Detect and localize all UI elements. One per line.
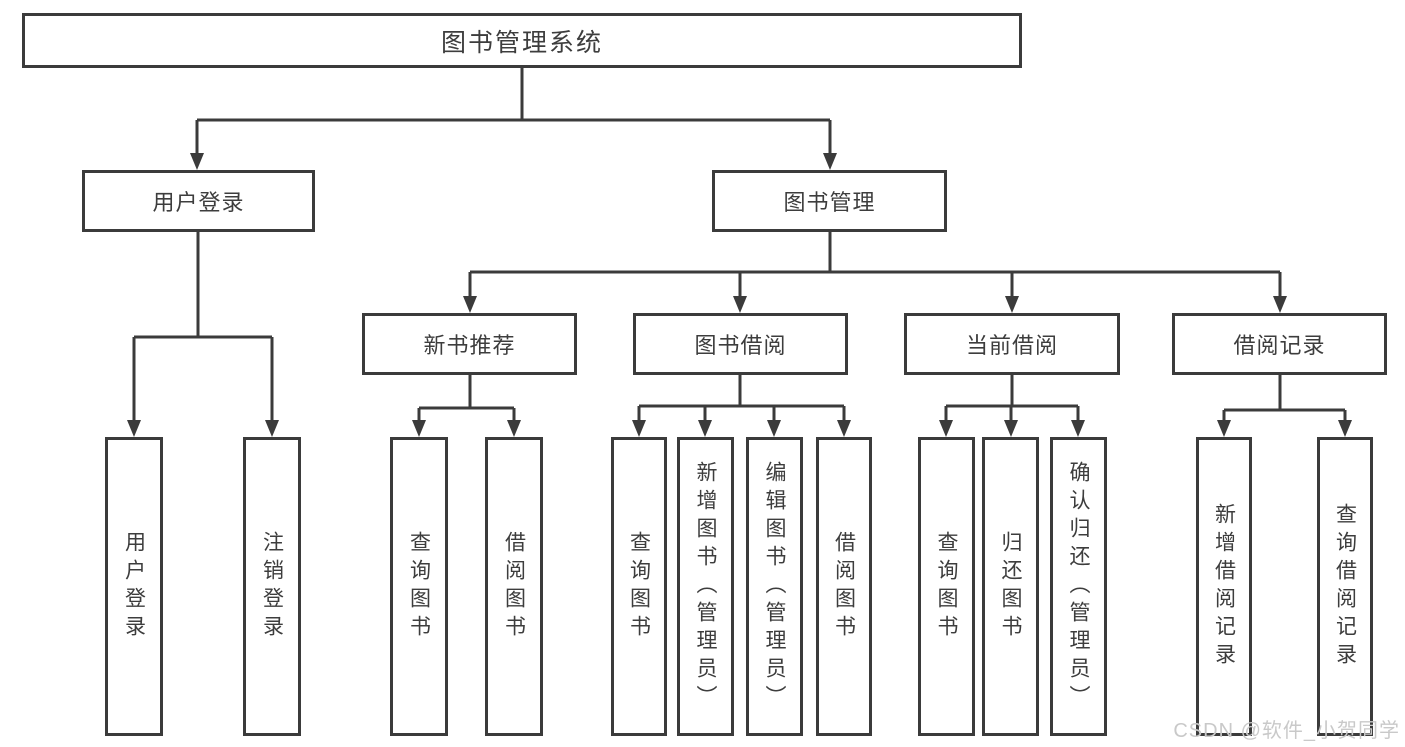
leaf-label: 用户登录 — [122, 530, 146, 643]
leaf-label: 查询图书 — [935, 530, 959, 643]
node-library-management-system: 图书管理系统 — [22, 13, 1022, 68]
leaf-add-borrow-record: 新增借阅记录 — [1196, 437, 1252, 736]
node-book-management: 图书管理 — [712, 170, 947, 232]
node-book-borrow: 图书借阅 — [633, 313, 848, 375]
node-current-borrow: 当前借阅 — [904, 313, 1120, 375]
leaf-label: 归还图书 — [999, 530, 1023, 643]
leaf-user-login: 用户登录 — [105, 437, 163, 736]
leaf-borrow-books: 借阅图书 — [816, 437, 872, 736]
leaf-label: 注销登录 — [260, 530, 284, 643]
leaf-label: 查询图书 — [627, 530, 651, 643]
csdn-watermark: CSDN @软件_小贺同学 — [1173, 720, 1400, 742]
leaf-logout: 注销登录 — [243, 437, 301, 736]
leaf-label: 新增图书（管理员） — [694, 460, 718, 713]
leaf-label: 借阅图书 — [502, 530, 526, 643]
leaf-label: 查询借阅记录 — [1333, 502, 1357, 671]
node-user-login: 用户登录 — [82, 170, 315, 232]
leaf-return-books: 归还图书 — [982, 437, 1039, 736]
leaf-label: 编辑图书（管理员） — [763, 460, 787, 713]
leaf-label: 查询图书 — [407, 530, 431, 643]
leaf-query-books-current: 查询图书 — [918, 437, 975, 736]
leaf-edit-books-admin: 编辑图书（管理员） — [746, 437, 803, 736]
leaf-confirm-return-admin: 确认归还（管理员） — [1050, 437, 1107, 736]
node-new-book-recommend: 新书推荐 — [362, 313, 577, 375]
leaf-label: 确认归还（管理员） — [1067, 460, 1091, 713]
leaf-borrow-books-recommend: 借阅图书 — [485, 437, 543, 736]
leaf-query-books-borrow: 查询图书 — [611, 437, 667, 736]
leaf-add-books-admin: 新增图书（管理员） — [677, 437, 734, 736]
leaf-label: 新增借阅记录 — [1212, 502, 1236, 671]
leaf-label: 借阅图书 — [832, 530, 856, 643]
node-borrow-records: 借阅记录 — [1172, 313, 1387, 375]
leaf-query-books-recommend: 查询图书 — [390, 437, 448, 736]
leaf-query-borrow-record: 查询借阅记录 — [1317, 437, 1373, 736]
